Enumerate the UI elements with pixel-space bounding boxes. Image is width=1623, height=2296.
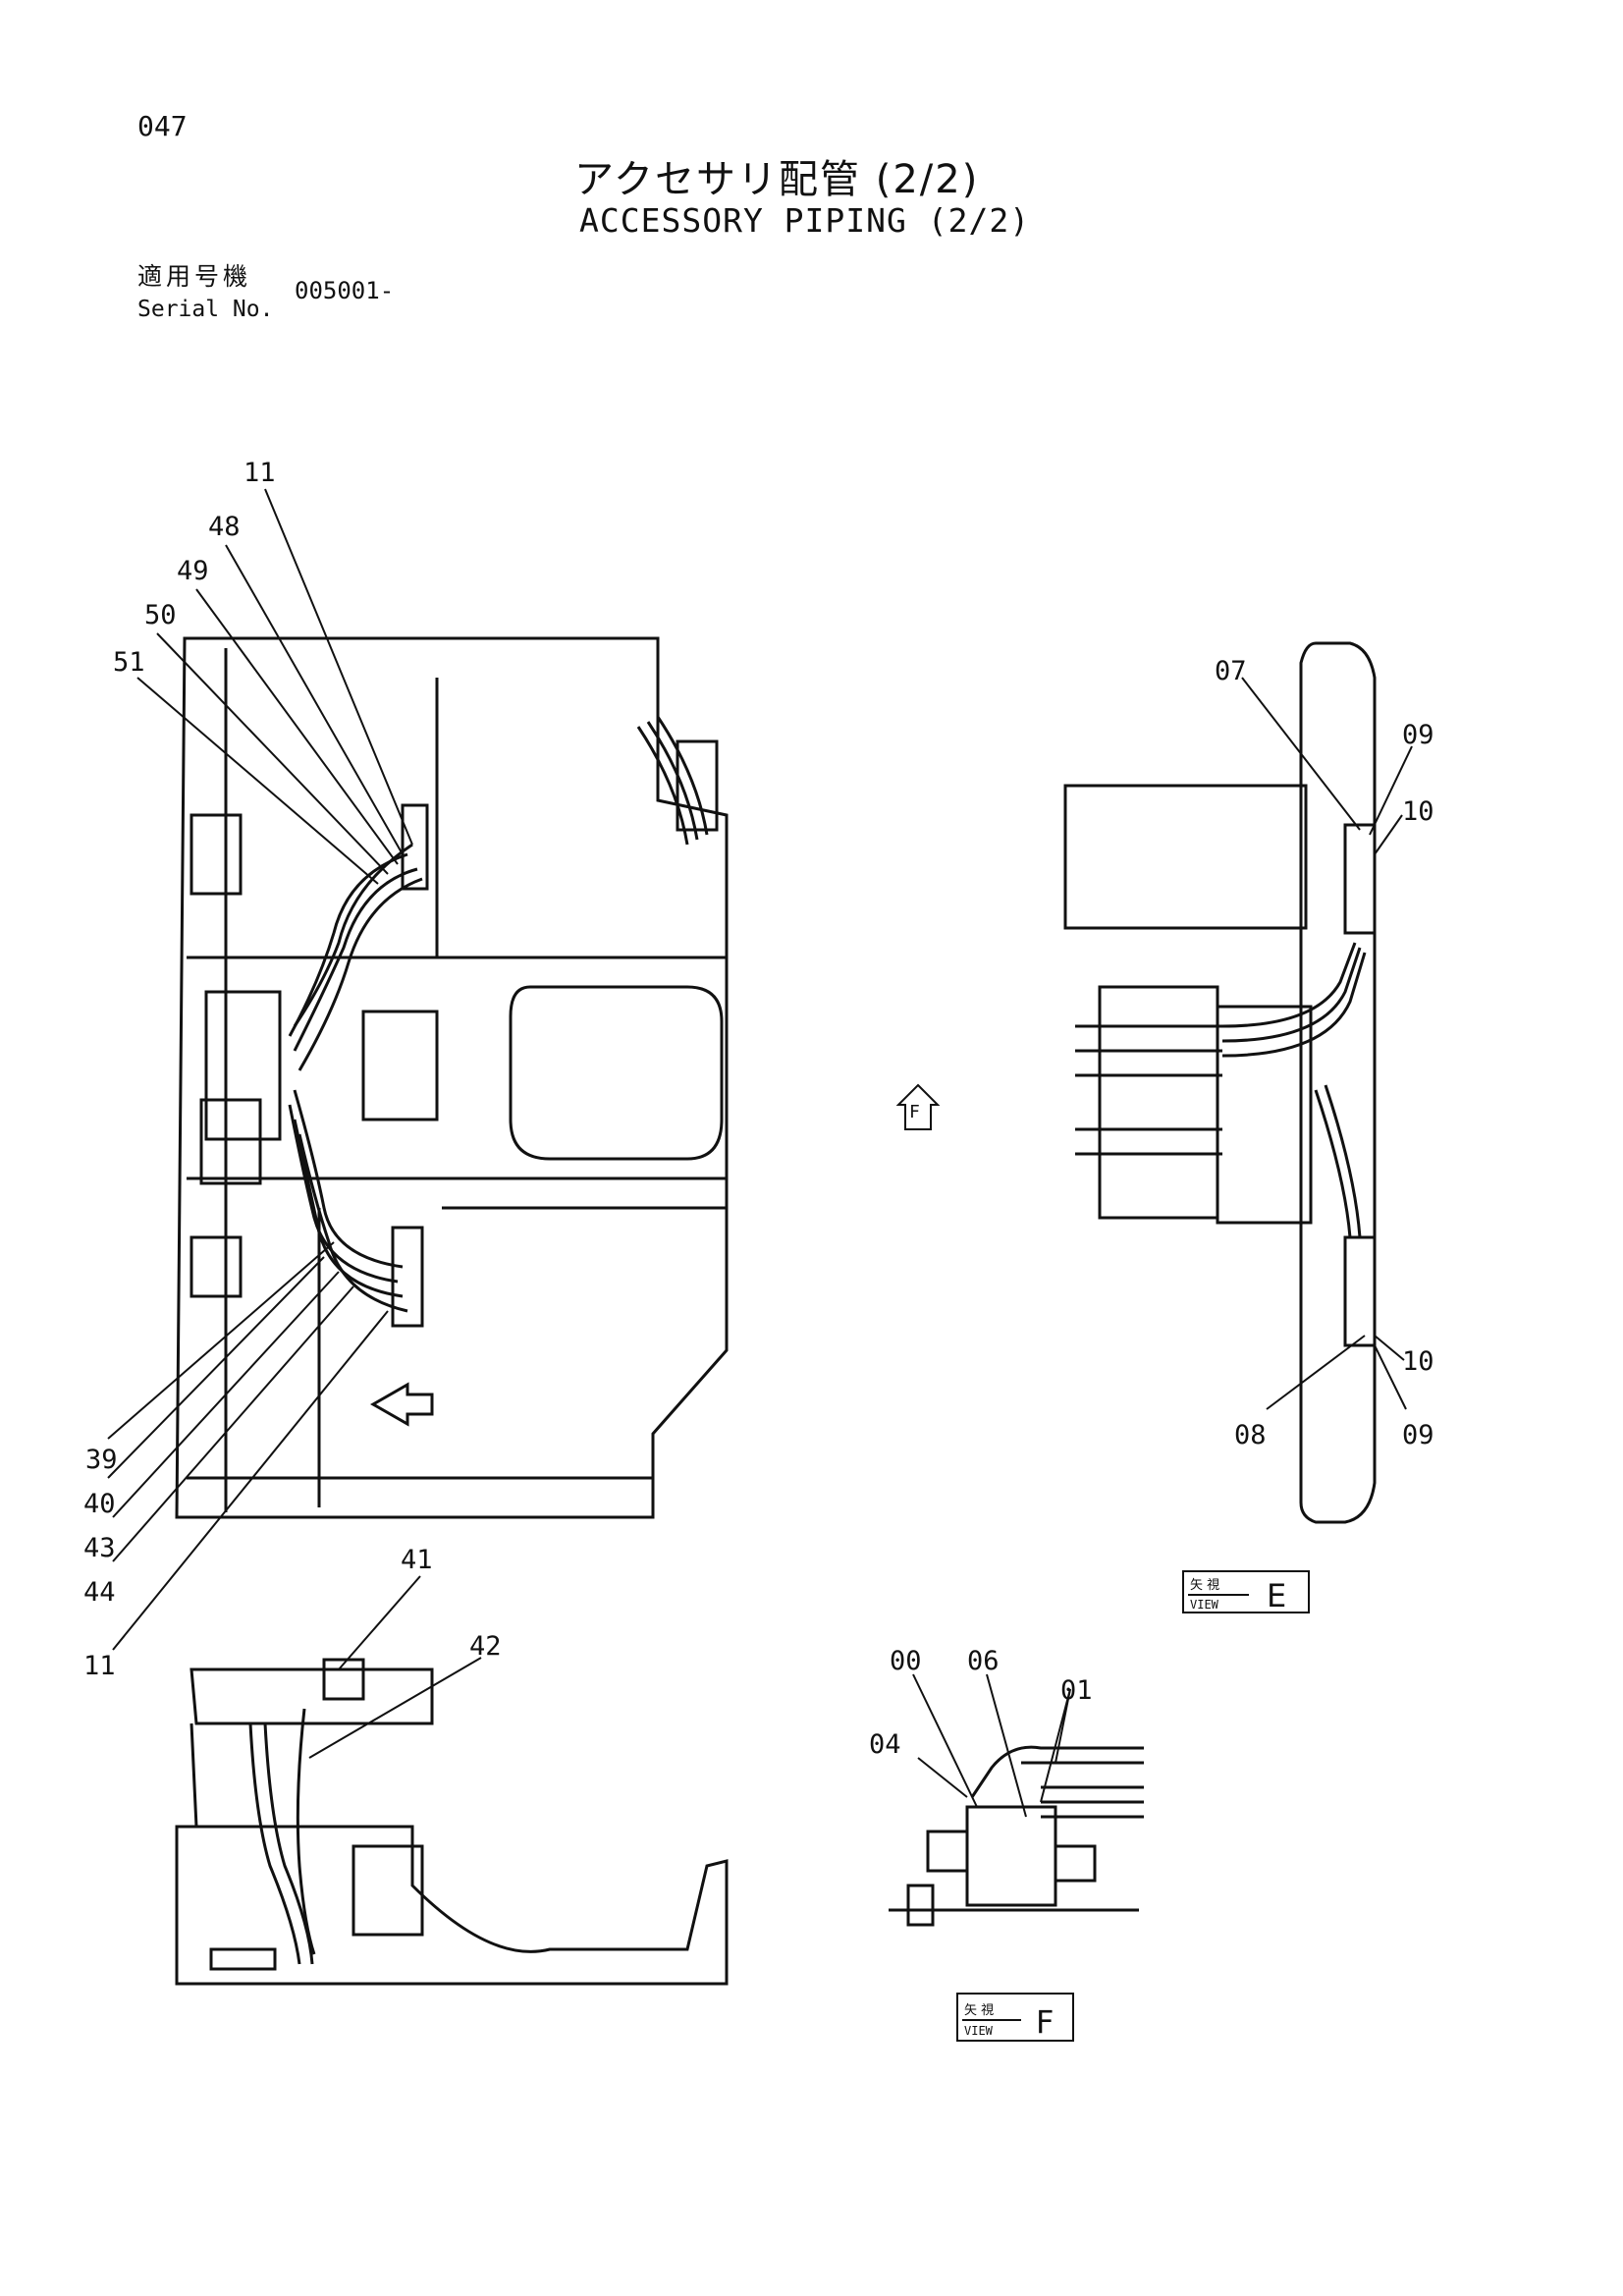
callout-11-bottom: 11	[83, 1651, 116, 1681]
callout-09-bottom: 09	[1402, 1420, 1434, 1450]
page-number: 047	[137, 110, 188, 142]
view-e-label-jp: 矢 視	[1190, 1578, 1219, 1593]
title-japanese: アクセサリ配管 (2/2)	[574, 157, 980, 202]
leader-lines	[107, 488, 413, 1651]
callout-41: 41	[401, 1545, 433, 1575]
callout-48: 48	[208, 512, 241, 542]
lower-side-view-drawing	[175, 1658, 729, 1986]
view-f-callouts: 00 06 01 04	[869, 1646, 1093, 1760]
callout-39: 39	[85, 1445, 118, 1475]
view-f-label-jp: 矢 視	[964, 2003, 994, 2018]
callout-40: 40	[83, 1489, 116, 1519]
callout-42: 42	[469, 1631, 502, 1662]
callout-10-bottom: 10	[1402, 1346, 1434, 1377]
view-e-callouts: 07 09 10 10 08 09	[1215, 656, 1434, 1450]
title-english: ACCESSORY PIPING (2/2)	[579, 201, 1031, 240]
view-f-letter: F	[1036, 2003, 1054, 2041]
callout-09-top: 09	[1402, 720, 1434, 750]
callout-51: 51	[113, 647, 145, 678]
arrow-f-letter: F	[909, 1102, 920, 1122]
view-e-letter: E	[1267, 1577, 1286, 1614]
serial-number-value: 005001-	[295, 277, 395, 304]
arrow-f-indicator: F	[895, 1083, 941, 1130]
callout-07: 07	[1215, 656, 1247, 686]
lower-view-leaders	[308, 1575, 482, 1759]
lower-view-callouts: 41 42	[401, 1545, 502, 1662]
callout-10-top: 10	[1402, 796, 1434, 827]
view-f-label-en: VIEW	[964, 2024, 994, 2038]
view-f-drawing	[889, 1745, 1144, 1927]
view-f-label-box: 矢 視 VIEW F	[956, 1993, 1074, 2042]
callout-11-top: 11	[243, 458, 276, 488]
callout-50: 50	[144, 600, 177, 630]
view-e-drawing	[1063, 641, 1377, 1524]
callout-06: 06	[967, 1646, 1000, 1676]
main-view-callouts: 11 48 49 50 51 39 40 43 44 11	[83, 458, 276, 1681]
view-e-leaders	[1241, 677, 1413, 1410]
callout-08: 08	[1234, 1420, 1267, 1450]
callout-00: 00	[890, 1646, 922, 1676]
view-f-leaders	[912, 1673, 1071, 1818]
callout-43: 43	[83, 1533, 116, 1563]
callout-49: 49	[177, 556, 209, 586]
callout-04: 04	[869, 1729, 901, 1760]
main-frame-drawing	[175, 636, 729, 1519]
serial-label-japanese: 適用号機	[137, 262, 252, 291]
serial-label-english: Serial No.	[137, 297, 274, 322]
view-e-label-en: VIEW	[1190, 1598, 1219, 1612]
callout-01: 01	[1060, 1675, 1093, 1706]
view-e-label-box: 矢 視 VIEW E	[1182, 1570, 1310, 1614]
callout-44: 44	[83, 1577, 116, 1608]
